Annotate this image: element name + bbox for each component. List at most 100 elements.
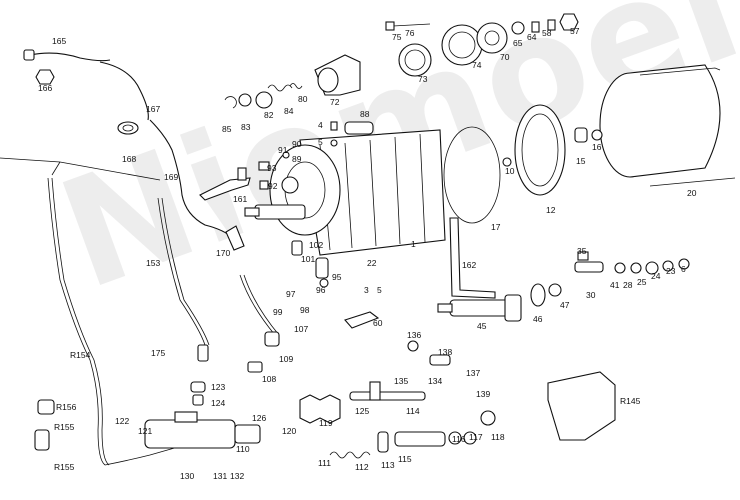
label-5: 5 — [318, 137, 323, 147]
label-57: 57 — [570, 26, 580, 36]
label-95: 95 — [332, 272, 342, 282]
label-120: 120 — [282, 426, 296, 436]
label-4: 4 — [318, 120, 323, 130]
label-166: 166 — [38, 83, 52, 93]
label-20: 20 — [687, 188, 697, 198]
filter-12 — [514, 104, 566, 196]
brake-booster-body-1 — [269, 129, 446, 256]
label-98: 98 — [300, 305, 310, 315]
label-75: 75 — [392, 32, 402, 42]
label-117: 117 — [469, 432, 483, 442]
fitting-101-102 — [291, 240, 303, 256]
callout-labels: 165 166 167 168 169 153 175 R154 170 161… — [38, 26, 697, 481]
label-107: 107 — [294, 324, 308, 334]
label-83: 83 — [241, 122, 251, 132]
hose-nipple-30-35 — [574, 251, 604, 273]
nut-166 — [35, 69, 55, 85]
label-108: 108 — [262, 374, 276, 384]
label-r155-a: R155 — [54, 422, 75, 432]
pipe-106 — [239, 274, 280, 336]
label-134: 134 — [428, 376, 442, 386]
piston-parts-111-118 — [329, 410, 496, 459]
label-25: 25 — [637, 277, 647, 287]
reservoir-fitting-123-124 — [190, 381, 206, 406]
valve-body-72 — [314, 54, 361, 96]
label-109: 109 — [279, 354, 293, 364]
label-73: 73 — [418, 74, 428, 84]
label-88: 88 — [360, 109, 370, 119]
label-169: 169 — [164, 172, 178, 182]
label-115: 115 — [398, 454, 412, 464]
label-46: 46 — [533, 314, 543, 324]
label-168: 168 — [122, 154, 136, 164]
clamp-60 — [344, 311, 380, 329]
label-116: 116 — [452, 434, 466, 444]
screw-75-76 — [385, 21, 431, 31]
boot-119 — [299, 394, 341, 424]
hose-clip-168 — [117, 121, 139, 135]
label-165: 165 — [52, 36, 66, 46]
label-139: 139 — [476, 389, 490, 399]
label-122: 122 — [115, 416, 129, 426]
pushrod-125 — [349, 381, 426, 401]
label-93: 93 — [267, 163, 277, 173]
washers-82-83-85 — [224, 91, 273, 109]
gasket-74 — [441, 24, 483, 66]
label-35: 35 — [577, 246, 587, 256]
label-153: 153 — [146, 258, 160, 268]
label-12: 12 — [546, 205, 556, 215]
master-cylinder-110 — [144, 411, 261, 449]
label-121: 121 — [138, 426, 152, 436]
label-162: 162 — [462, 260, 476, 270]
springs-80-84 — [267, 83, 303, 92]
nuts-89-93 — [258, 151, 290, 190]
label-110: 110 — [236, 444, 250, 454]
master-piston-assembly — [244, 204, 306, 220]
label-76: 76 — [405, 28, 415, 38]
label-70: 70 — [500, 52, 510, 62]
label-58: 58 — [542, 28, 552, 38]
vacuum-tank-20 — [599, 64, 736, 187]
label-15: 15 — [576, 156, 586, 166]
label-97: 97 — [286, 289, 296, 299]
label-85: 85 — [222, 124, 232, 134]
label-125: 125 — [355, 406, 369, 416]
banjo-134-138 — [407, 340, 451, 366]
label-126: 126 — [252, 413, 266, 423]
label-80: 80 — [298, 94, 308, 104]
label-175: 175 — [151, 348, 165, 358]
label-47: 47 — [560, 300, 570, 310]
diaphragm-73 — [398, 43, 432, 77]
label-22: 22 — [367, 258, 377, 268]
hose-169 — [149, 119, 245, 251]
bracket-161 — [199, 167, 251, 201]
label-30: 30 — [586, 290, 596, 300]
label-92: 92 — [268, 181, 278, 191]
vacuum-hose-165 — [23, 49, 149, 121]
label-91: 91 — [278, 145, 288, 155]
label-135: 135 — [394, 376, 408, 386]
fitting-r156-r155 — [34, 399, 55, 451]
label-136: 136 — [407, 330, 421, 340]
label-114: 114 — [406, 406, 420, 416]
label-119: 119 — [319, 418, 333, 428]
label-111: 111 — [318, 458, 331, 468]
label-96: 96 — [316, 285, 326, 295]
label-41: 41 — [610, 280, 620, 290]
label-138: 138 — [438, 347, 452, 357]
label-167: 167 — [146, 104, 160, 114]
label-123: 123 — [211, 382, 225, 392]
label-17: 17 — [491, 222, 501, 232]
label-137: 137 — [466, 368, 480, 378]
fitting-95-96 — [315, 257, 329, 288]
label-90: 90 — [292, 139, 302, 149]
label-r156: R156 — [56, 402, 77, 412]
label-r154: R154 — [70, 350, 91, 360]
washers-2-41 — [614, 258, 690, 275]
label-2: 6 — [681, 264, 686, 274]
label-170: 170 — [216, 248, 230, 258]
label-161: 161 — [233, 194, 247, 204]
cover-70 — [476, 22, 508, 54]
